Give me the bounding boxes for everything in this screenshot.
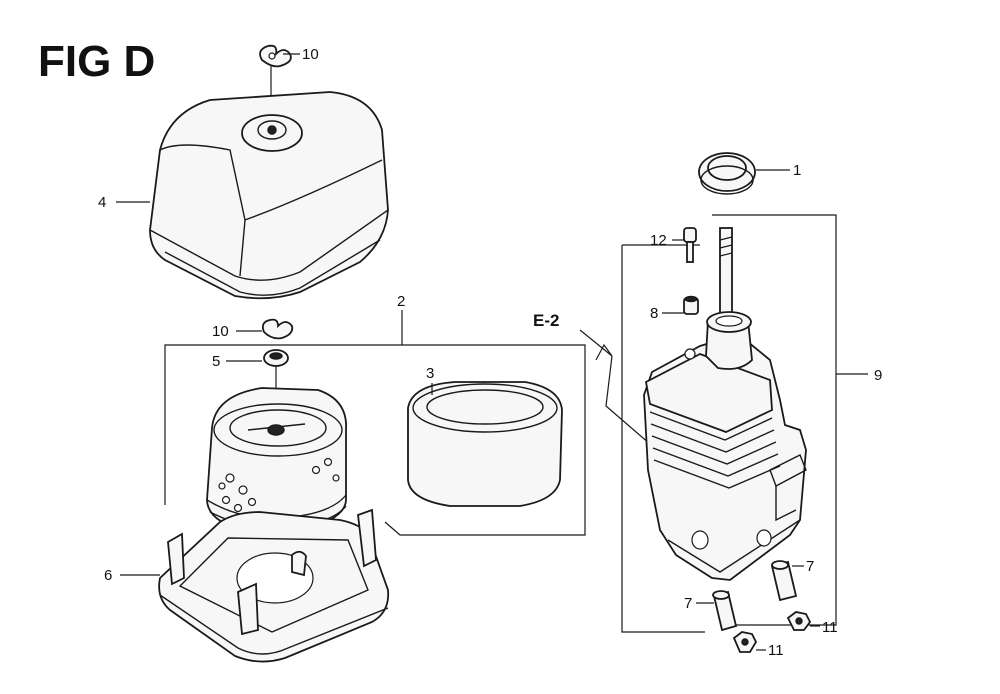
- dowel-pin-right: [770, 560, 798, 602]
- bolt: [683, 227, 697, 263]
- callout-4: 4: [98, 194, 106, 211]
- dowel-pin-left: [712, 590, 738, 632]
- grommet: [263, 349, 289, 367]
- seal-ring: [698, 152, 756, 195]
- callout-7-right: 7: [806, 558, 814, 575]
- reference-e2: E-2: [533, 311, 559, 330]
- callout-3: 3: [426, 365, 434, 382]
- callout-9: 9: [874, 367, 882, 384]
- callout-11-left: 11: [768, 642, 784, 659]
- air-cleaner-base: [158, 508, 390, 663]
- nut-right: [786, 611, 812, 631]
- elbow-assembly: [643, 227, 807, 581]
- callout-8: 8: [650, 305, 658, 322]
- callout-7-left: 7: [684, 595, 692, 612]
- air-filter-element: [206, 387, 347, 531]
- callout-5: 5: [212, 353, 220, 370]
- nut-left: [732, 631, 758, 653]
- wing-nut-lower: [261, 318, 294, 340]
- figure-title: FIG D: [38, 37, 155, 86]
- callout-10-lower: 10: [212, 323, 229, 340]
- callout-2: 2: [397, 293, 405, 310]
- air-cleaner-cover: [149, 91, 389, 300]
- foam-element: [407, 381, 563, 507]
- callout-10-top: 10: [302, 46, 319, 63]
- callout-11-right: 11: [822, 619, 838, 636]
- wing-nut-top: [259, 44, 292, 68]
- callout-12: 12: [650, 232, 667, 249]
- callout-1: 1: [793, 162, 801, 179]
- callout-6: 6: [104, 567, 112, 584]
- collar: [683, 295, 699, 315]
